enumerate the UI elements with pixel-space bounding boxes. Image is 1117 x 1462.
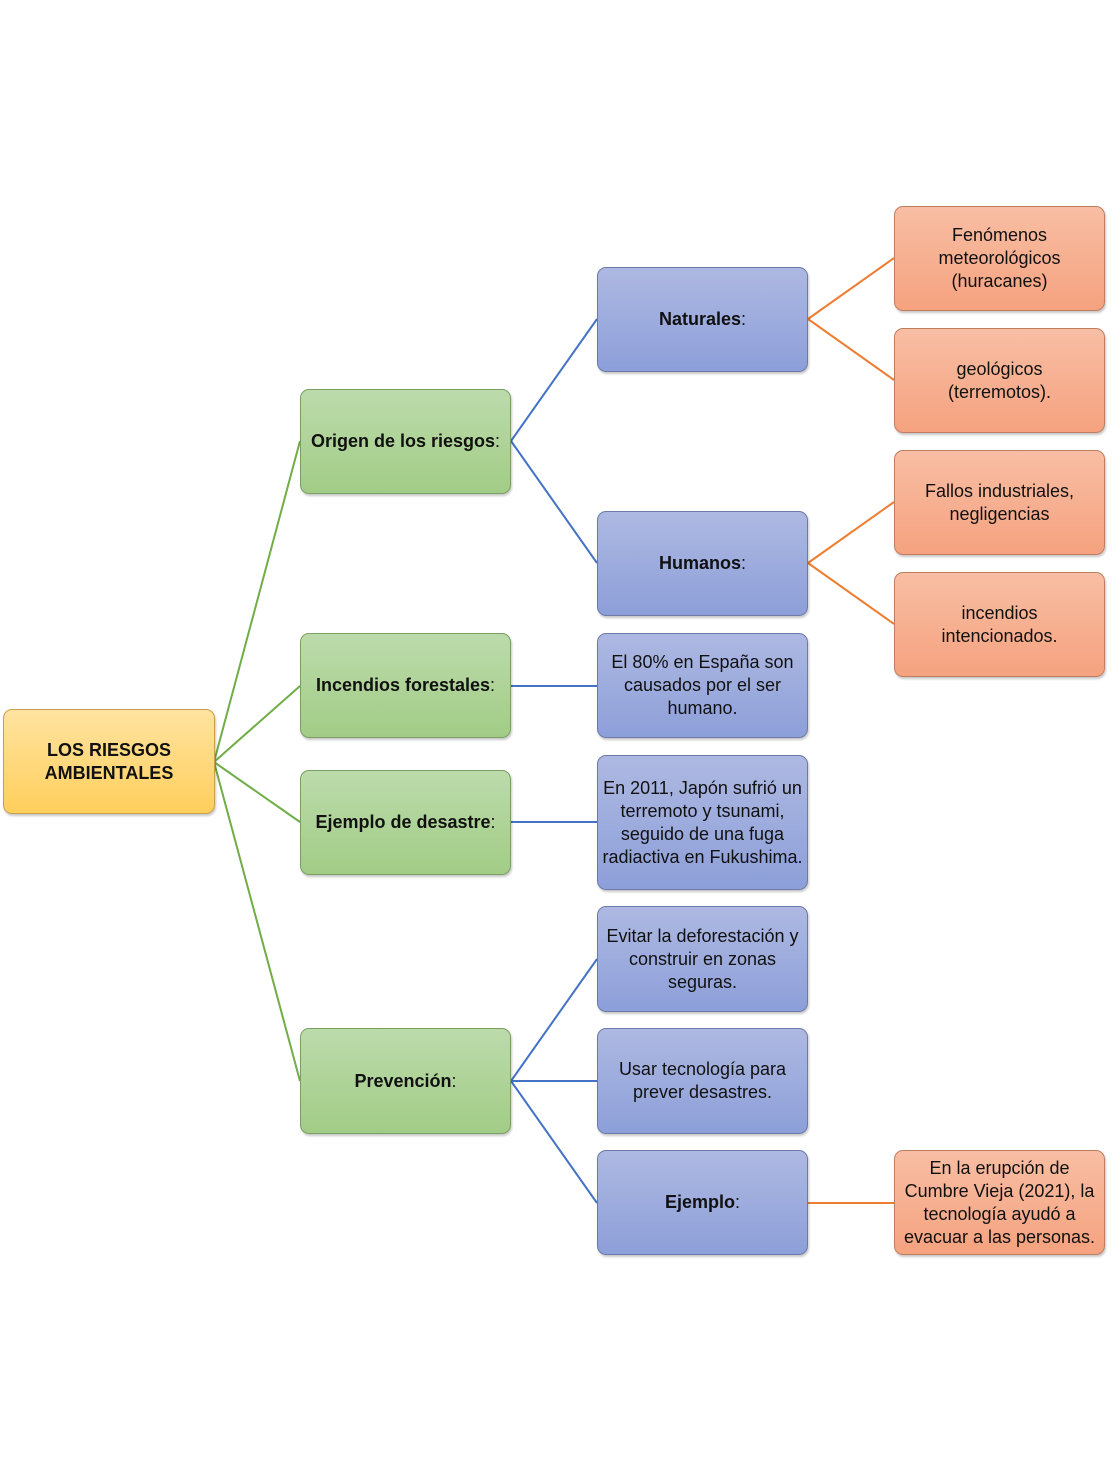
node-incendios-forestales: Incendios forestales: (300, 633, 511, 738)
root-label: LOS RIESGOS AMBIENTALES (44, 739, 174, 783)
connector-root-prevencion (213, 761, 301, 1082)
root-node: LOS RIESGOS AMBIENTALES (3, 709, 215, 814)
node-naturales-label: Naturales (658, 309, 742, 329)
node-cumbre-vieja-text: En la erupción de Cumbre Vieja (2021), l… (903, 1157, 1096, 1247)
node-incendios-dato-text: El 80% en España son causados por el ser… (611, 652, 794, 718)
node-incendios-dato: El 80% en España son causados por el ser… (597, 633, 808, 738)
node-desastre-ejemplo: En 2011, Japón sufrió un terremoto y tsu… (597, 755, 808, 890)
node-prevencion-2-text: Usar tecnología para prever desastres. (618, 1059, 787, 1102)
node-desastre-label: Ejemplo de desastre (315, 812, 491, 832)
connector-root-incendios (213, 685, 301, 763)
node-prevencion-deforestacion: Evitar la deforestación y construir en z… (597, 906, 808, 1012)
node-geologicos: geológicos (terremotos). (894, 328, 1105, 433)
node-industriales: Fallos industriales, negligencias (894, 450, 1105, 555)
connector-humanos-industriales (807, 501, 895, 564)
node-prevencion-tecnologia: Usar tecnología para prever desastres. (597, 1028, 808, 1134)
node-humanos: Humanos: (597, 511, 808, 616)
node-origen-riesgos: Origen de los riesgos: (300, 389, 511, 494)
node-humanos-label: Humanos (658, 553, 741, 573)
node-prevencion-label: Prevención (354, 1070, 452, 1091)
connector-naturales-geologicos (807, 318, 895, 381)
node-prevencion: Prevención: (300, 1028, 511, 1134)
node-cumbre-vieja: En la erupción de Cumbre Vieja (2021), l… (894, 1150, 1105, 1255)
node-prevencion-1-text: Evitar la deforestación y construir en z… (606, 925, 799, 992)
node-desastre-ejemplo-text: En 2011, Japón sufrió un terremoto y tsu… (602, 777, 803, 867)
connector-root-desastre (213, 761, 301, 823)
node-meteorologicos-text: Fenómenos meteorológicos (huracanes) (938, 225, 1061, 291)
node-incendios-label: Incendios forestales (315, 675, 491, 695)
node-ejemplo-label: Ejemplo (664, 1192, 735, 1212)
connector-origen-naturales (510, 318, 598, 442)
node-industriales-text: Fallos industriales, negligencias (924, 480, 1075, 524)
node-geologicos-text: geológicos (terremotos). (947, 358, 1052, 402)
node-origen-label: Origen de los riesgos (310, 431, 496, 451)
node-intencionados-text: incendios intencionados. (941, 602, 1058, 646)
connector-humanos-intencionados (807, 562, 895, 625)
connector-naturales-meteorologicos (807, 257, 895, 320)
connector-prevencion-1 (510, 958, 598, 1082)
connector-prevencion-ejemplo (510, 1080, 598, 1204)
node-naturales: Naturales: (597, 267, 808, 372)
connector-root-origen (213, 440, 301, 763)
node-ejemplo-desastre: Ejemplo de desastre: (300, 770, 511, 875)
node-intencionados: incendios intencionados. (894, 572, 1105, 677)
node-ejemplo: Ejemplo: (597, 1150, 808, 1255)
node-meteorologicos: Fenómenos meteorológicos (huracanes) (894, 206, 1105, 311)
connector-origen-humanos (510, 440, 598, 564)
